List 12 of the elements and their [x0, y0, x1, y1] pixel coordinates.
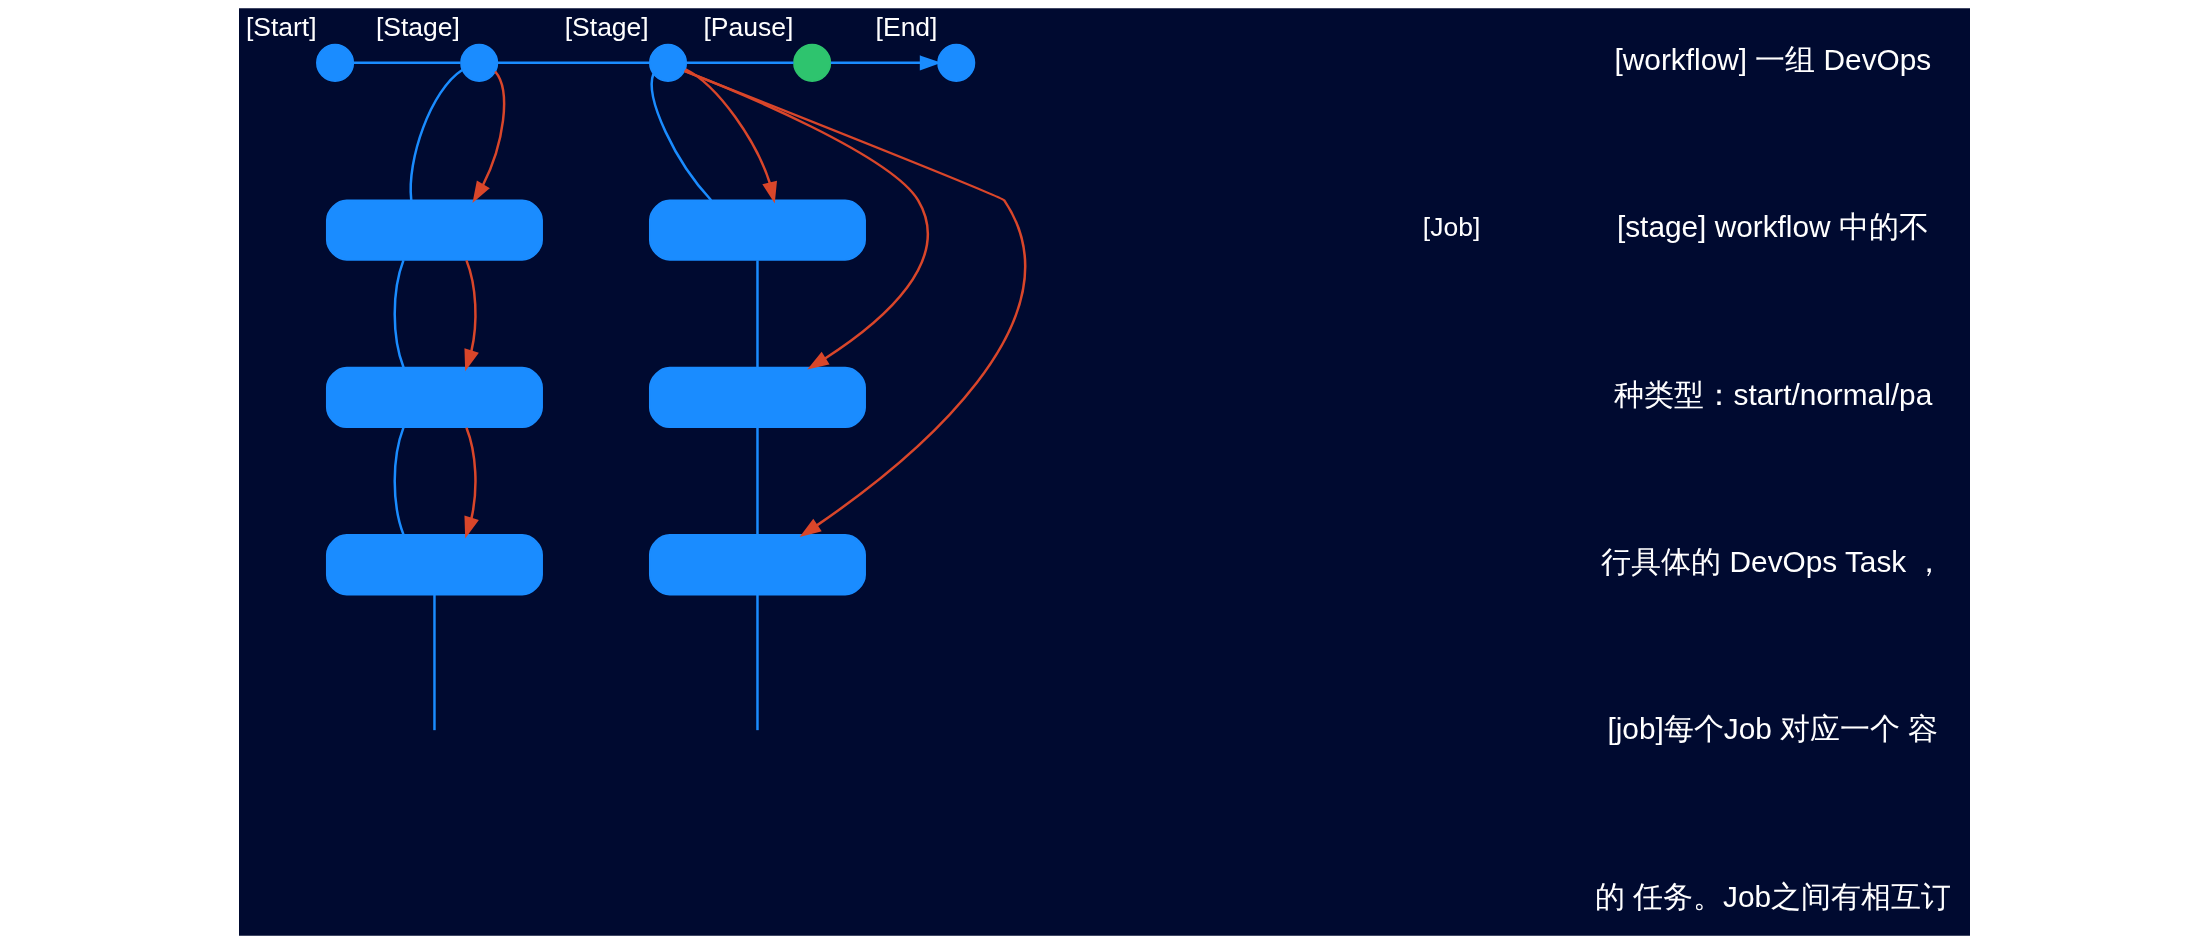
node-label: [Start] — [245, 12, 317, 43]
node-label: [Stage] — [564, 12, 649, 43]
label: [stage] workflow 中的不 — [1616, 210, 1929, 244]
label: [job]每个Job 对应一个 容 — [1607, 712, 1939, 746]
label: 种类型：start/normal/pa — [1613, 377, 1933, 411]
label: 行具体的 DevOps Task ， — [1601, 545, 1945, 579]
label: [Job] — [1422, 212, 1481, 243]
label: 的 任务。Job之间有相互订 — [1594, 879, 1952, 913]
node-label: [Pause] — [703, 12, 794, 43]
node-label: [Stage] — [375, 12, 460, 43]
node-label: [End] — [875, 12, 938, 43]
label: [workflow] 一组 DevOps — [1614, 43, 1932, 77]
